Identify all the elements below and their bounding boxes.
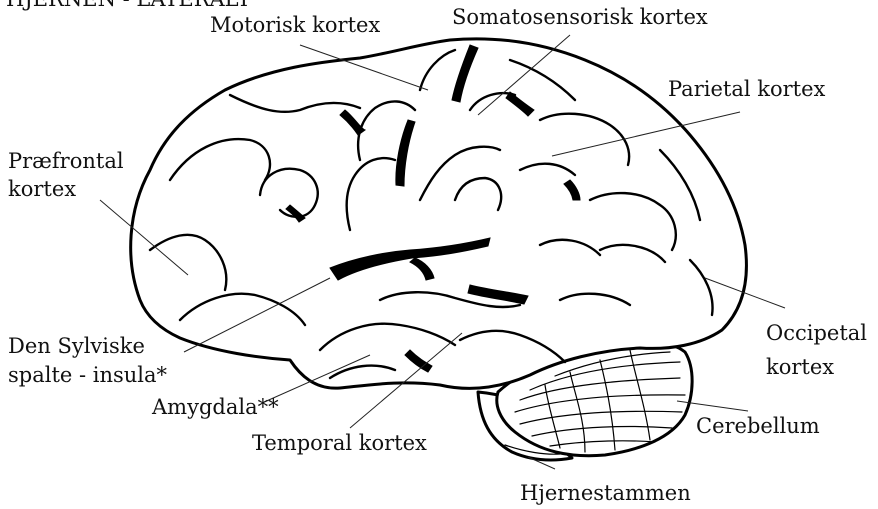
- diagram-title: HJERNEN - LATERALT: [6, 0, 251, 12]
- label-somatosensory-cortex: Somatosensorisk kortex: [452, 4, 708, 30]
- label-motor-cortex: Motorisk kortex: [210, 12, 380, 38]
- label-prefrontal-line1: Præfrontal: [8, 148, 124, 174]
- label-temporal-cortex: Temporal kortex: [252, 430, 427, 456]
- label-occipital-line2: kortex: [766, 354, 834, 380]
- label-parietal-cortex: Parietal kortex: [668, 76, 825, 102]
- label-occipital-line1: Occipetal: [766, 320, 867, 346]
- label-brainstem: Hjernestammen: [520, 480, 691, 506]
- label-prefrontal-line2: kortex: [8, 176, 76, 202]
- label-amygdala: Amygdala**: [152, 394, 279, 420]
- label-sylvian-line1: Den Sylviske: [8, 333, 145, 359]
- label-cerebellum: Cerebellum: [696, 413, 820, 439]
- label-sylvian-line2: spalte - insula*: [8, 362, 167, 388]
